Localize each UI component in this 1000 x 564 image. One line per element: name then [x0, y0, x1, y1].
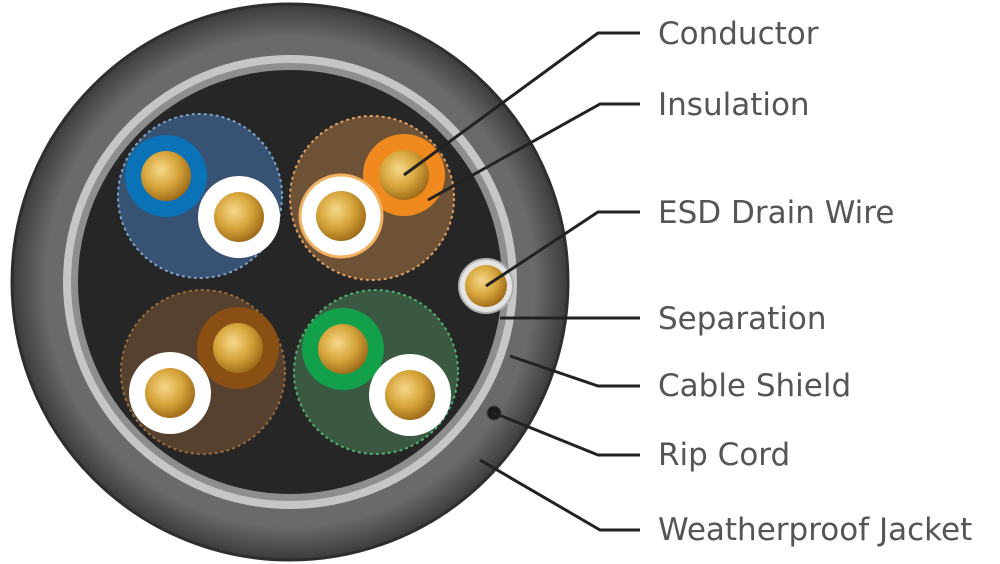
label-cable-shield: Cable Shield [658, 368, 852, 404]
leader-line-cable-shield [509, 354, 640, 388]
leader-line-conductor [403, 31, 640, 177]
brown-pair [120, 289, 286, 455]
orange-pair [289, 115, 455, 281]
label-conductor: Conductor [658, 16, 819, 52]
leader-line-weatherproof-jacket [479, 458, 640, 532]
blue-pair [117, 113, 283, 279]
leader-line-rip-cord [493, 411, 640, 457]
core-separation [78, 70, 502, 494]
blue-white-conductor [214, 192, 264, 242]
green-pair [293, 289, 459, 455]
leader-line-esd-drain-wire [485, 210, 640, 288]
label-separation: Separation [658, 301, 827, 337]
orange-white-conductor [316, 191, 366, 241]
label-esd-drain-wire: ESD Drain Wire [658, 195, 895, 231]
label-insulation: Insulation [658, 87, 810, 123]
label-weatherproof-jacket: Weatherproof Jacket [658, 512, 973, 548]
label-rip-cord: Rip Cord [658, 437, 791, 473]
green-white-conductor [385, 370, 435, 420]
green-conductor [318, 324, 368, 374]
brown-white-conductor [145, 368, 195, 418]
brown-conductor [213, 323, 263, 373]
blue-conductor [141, 151, 191, 201]
leader-line-insulation [427, 102, 640, 202]
